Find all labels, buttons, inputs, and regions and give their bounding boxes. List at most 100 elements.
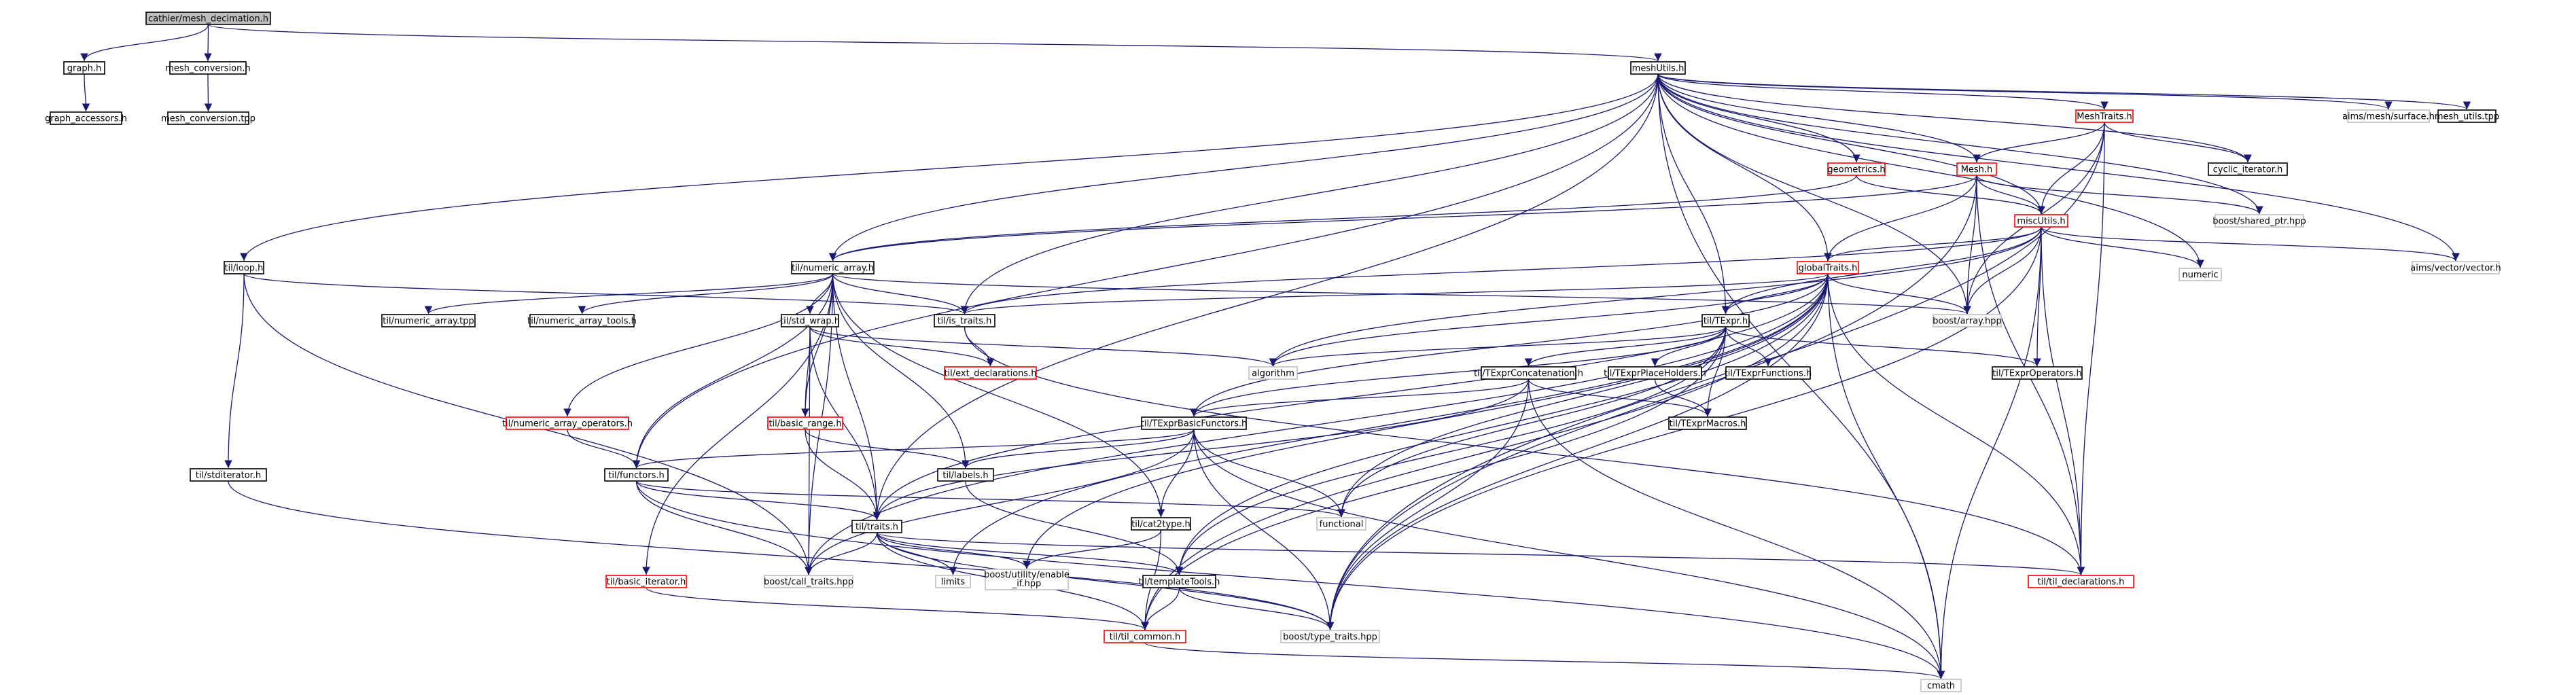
node-template-tools[interactable]: til/templateTools.h (1139, 575, 1220, 588)
node-ext-decl[interactable]: til/ext_declarations.h (944, 366, 1037, 380)
edge-meshutils-to-geometrics (1657, 73, 1860, 163)
node-label: mesh_conversion.h (165, 64, 251, 74)
node-mesh-h[interactable]: Mesh.h (1956, 162, 1997, 176)
node-root[interactable]: cathier/mesh_decimation.h (145, 12, 271, 25)
node-box (1142, 575, 1216, 588)
edge-numeric_array-to-basic_iter (642, 273, 834, 575)
node-texpr-fn[interactable]: til/TExprFunctions.h (1725, 366, 1812, 380)
node-box (381, 314, 476, 327)
node-texpr-macros[interactable]: til/TExprMacros.h (1668, 416, 1747, 430)
node-label: miscUtils.h (2017, 217, 2065, 227)
node-texpr-concat[interactable]: til/TExprConcatenation.h (1474, 366, 1583, 380)
node-cat2type[interactable]: til/cat2type.h (1131, 517, 1191, 531)
edge-functors-to-functional (635, 480, 1345, 518)
node-box (63, 61, 105, 75)
node-label: til/numeric_array_operators.h (502, 419, 633, 429)
node-label: aims/vector/vector.h (2410, 264, 2501, 274)
node-box (767, 416, 843, 430)
edge-meshutils-to-boost_array (1657, 73, 1971, 315)
node-box (605, 575, 687, 588)
node-std-iter[interactable]: til/stditerator.h (190, 468, 267, 482)
node-functors[interactable]: til/functors.h (604, 468, 669, 482)
edge-meshutils-to-numeric_array (828, 73, 1659, 262)
edge-texpr_concat-to-traits (872, 378, 1530, 520)
node-na-tpp[interactable]: til/numeric_array.tpp (381, 314, 476, 327)
node-label: til/is_traits.h (938, 317, 992, 327)
node-meshtraits[interactable]: MeshTraits.h (2075, 109, 2134, 123)
node-label: boost/call_traits.hpp (764, 577, 853, 588)
node-label: til/basic_range.h (769, 419, 841, 429)
node-label: til/basic_iterator.h (607, 577, 686, 588)
node-label: til/cat2type.h (1131, 520, 1190, 530)
node-mesh-conv[interactable]: mesh_conversion.h (165, 61, 251, 75)
node-box (1280, 630, 1380, 643)
node-numeric-array[interactable]: til/numeric_array.h (791, 261, 875, 274)
node-label: til/TExprPlaceHolders.h (1604, 369, 1706, 379)
edge-globaltraits-to-template_tools (1175, 273, 1829, 575)
node-graph-h[interactable]: graph.h (63, 61, 105, 75)
edge-is_traits-to-ext_decl (964, 326, 995, 367)
edge-texpr_bf-to-type_traits (1193, 429, 1335, 630)
node-box (2215, 214, 2304, 228)
edge-meshutils-to-numeric (1657, 73, 2204, 268)
node-cyclic-iter[interactable]: cyclic_iterator.h (2208, 162, 2288, 176)
edge-is_traits-to-til_decl (964, 326, 2085, 575)
edge-traits-to-type_traits (876, 532, 1335, 630)
node-labels[interactable]: til/labels.h (937, 468, 994, 482)
edge-texpr_bf-to-functional (1193, 429, 1345, 518)
node-box (1668, 416, 1747, 430)
node-globaltraits[interactable]: globalTraits.h (1797, 261, 1859, 274)
node-box (1104, 630, 1186, 643)
node-texpr[interactable]: til/TExpr.h (1701, 314, 1750, 327)
node-graph-acc[interactable]: graph_accessors.h (45, 111, 127, 125)
edge-numeric_array-to-is_traits (832, 273, 969, 315)
node-til-common[interactable]: til/til_common.h (1104, 630, 1186, 643)
edge-meshutils-to-aims_vector (1657, 73, 2460, 262)
node-meshutils[interactable]: meshUtils.h (1630, 61, 1686, 75)
node-traits[interactable]: til/traits.h (851, 520, 902, 533)
edge-na_ops-to-functors (567, 429, 641, 469)
edge-texpr_bf-to-labels (961, 429, 1195, 469)
node-mesh-utils-tpp[interactable]: mesh_utils.tpp (2435, 109, 2499, 123)
node-box (529, 314, 635, 327)
node-box (791, 261, 875, 274)
node-box (944, 366, 1037, 380)
edge-miscutils-to-algorithm (1269, 226, 2042, 367)
node-na-ops[interactable]: til/numeric_array_operators.h (502, 416, 633, 430)
node-std-wrap[interactable]: til/std_wrap.h (780, 314, 840, 327)
node-algorithm: algorithm (1248, 366, 1298, 380)
edge-til_common-to-cmath (1144, 642, 1945, 679)
node-basic-range[interactable]: til/basic_range.h (767, 416, 843, 430)
node-til-decl[interactable]: til/til_declarations.h (2028, 575, 2134, 588)
node-til-loop[interactable]: til/loop.h (224, 261, 264, 274)
node-box (1248, 366, 1298, 380)
node-label: til/loop.h (225, 264, 264, 274)
edge-texpr_concat-to-texpr_bf (1190, 378, 1530, 417)
node-texpr-bf[interactable]: til/TExprBasicFunctors.h (1141, 416, 1248, 430)
edge-traits-to-enable_if (876, 532, 1031, 569)
edge-miscutils-to-boost_array (1963, 226, 2042, 315)
edge-texpr-to-texpr_bf (1190, 326, 1727, 417)
node-label: boost/shared_ptr.hpp (2212, 217, 2306, 227)
node-label: til/templateTools.h (1139, 577, 1220, 588)
edge-traits-to-call_traits (805, 532, 878, 575)
edge-globaltraits-to-til_decl (1827, 273, 2085, 575)
node-label: til/std_wrap.h (780, 317, 840, 327)
node-mesh-conv-tpp[interactable]: mesh_conversion.tpp (161, 111, 255, 125)
node-is-traits[interactable]: til/is_traits.h (934, 314, 995, 327)
node-geometrics[interactable]: geometrics.h (1827, 162, 1886, 176)
node-box (1630, 61, 1686, 75)
node-label: boost/utility/enable_if.hpp (984, 570, 1070, 589)
edge-globaltraits-to-limits (949, 273, 1829, 575)
node-texpr-ph[interactable]: til/TExprPlaceHolders.h (1604, 366, 1706, 380)
node-na-tools[interactable]: til/numeric_array_tools.h (527, 314, 637, 327)
node-basic-iter[interactable]: til/basic_iterator.h (605, 575, 687, 588)
node-label: til/TExprMacros.h (1670, 419, 1746, 429)
edge-functors-to-traits (635, 480, 881, 520)
node-box (2208, 162, 2288, 176)
node-texpr-ops[interactable]: til/TExprOperators.h (1992, 366, 2083, 380)
node-box (1933, 314, 2002, 327)
node-miscutils[interactable]: miscUtils.h (2014, 214, 2068, 228)
node-label: til/TExprBasicFunctors.h (1141, 419, 1248, 429)
edge-miscutils-to-aims_vector (2041, 226, 2460, 262)
